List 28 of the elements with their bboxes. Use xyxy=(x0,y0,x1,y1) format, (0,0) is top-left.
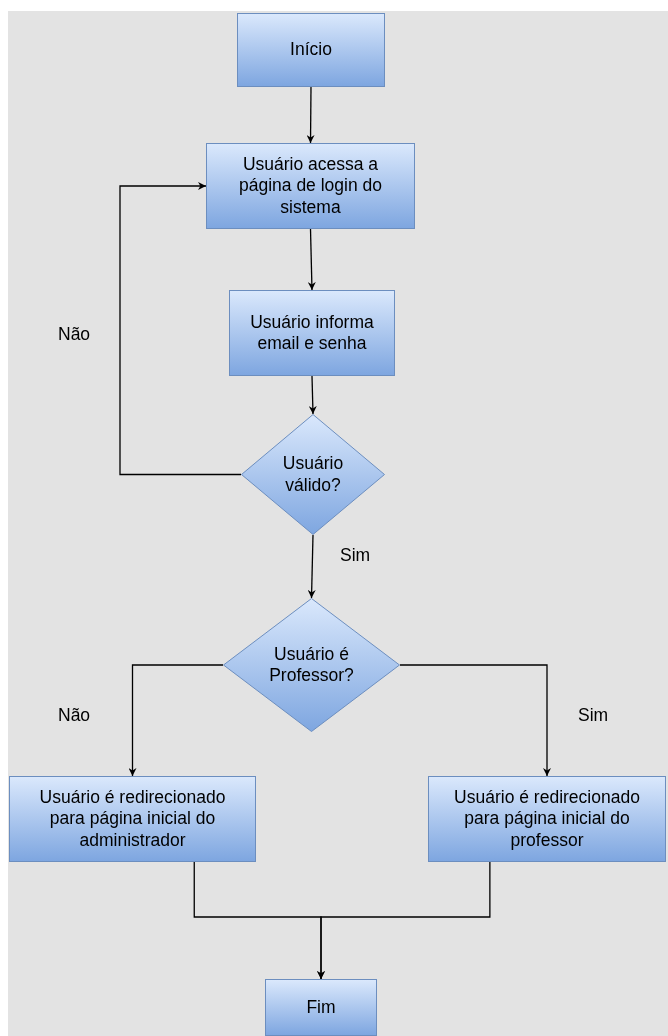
arrow xyxy=(307,534,316,599)
node-text: Usuário é Professor? xyxy=(268,643,355,687)
process-box xyxy=(206,143,415,229)
node-text: Fim xyxy=(306,996,336,1019)
node-text: Usuário é redirecionado para página inicial do professor xyxy=(453,787,641,851)
arrow xyxy=(308,375,317,415)
edge-label: Sim xyxy=(578,705,609,726)
arrow xyxy=(307,228,316,291)
node-text: Início xyxy=(290,39,332,61)
process-box xyxy=(428,776,666,862)
arrow xyxy=(306,86,315,144)
node-text: Usuário válido? xyxy=(281,453,345,496)
node-text: Usuário acessa a página de login do sistema xyxy=(237,154,383,218)
process-box xyxy=(9,776,256,862)
arrow xyxy=(399,664,551,777)
arrow xyxy=(128,664,224,777)
node-text: Usuário informa email e senha xyxy=(249,311,375,355)
decision-diamond xyxy=(223,598,400,732)
node-text: Usuário é redirecionado para página inicial do administrador xyxy=(38,787,227,851)
edge-label: Não xyxy=(58,324,91,345)
edge-label: Sim xyxy=(340,545,371,566)
terminal-box xyxy=(265,979,377,1036)
process-box xyxy=(229,290,395,376)
arrow xyxy=(119,182,242,476)
terminal-box xyxy=(237,13,385,87)
edge-label: Não xyxy=(58,705,91,726)
arrow xyxy=(317,861,491,980)
decision-diamond xyxy=(241,414,385,535)
